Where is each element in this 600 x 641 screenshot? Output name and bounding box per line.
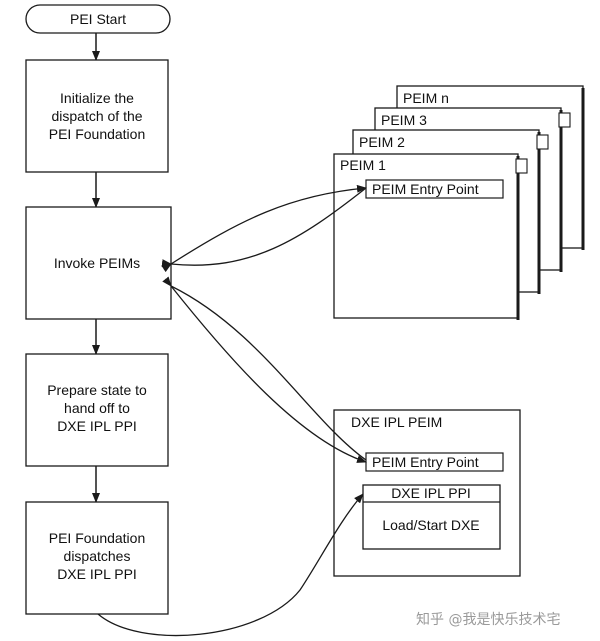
peim-1-label: PEIM 1 bbox=[340, 157, 386, 173]
dxe-ipl-peim-box: DXE IPL PEIM PEIM Entry Point DXE IPL PP… bbox=[333, 409, 521, 577]
invoke-peims-label: Invoke PEIMs bbox=[54, 255, 140, 271]
init-line-3: PEI Foundation bbox=[49, 126, 146, 142]
prepare-state-box: Prepare state to hand off to DXE IPL PPI bbox=[25, 353, 169, 467]
dxe-ipl-ppi-header: DXE IPL PPI bbox=[391, 485, 471, 501]
pei-start-terminator: PEI Start bbox=[25, 4, 171, 34]
init-line-1: Initialize the bbox=[60, 90, 134, 106]
prepare-line-2: hand off to bbox=[64, 400, 130, 416]
dxe-entry-point-label: PEIM Entry Point bbox=[372, 454, 479, 470]
init-line-2: dispatch of the bbox=[51, 108, 142, 124]
peim1-return-arrow bbox=[161, 187, 367, 268]
invoke-to-dxe-entry-arrow bbox=[162, 276, 367, 463]
dispatch-to-dxe-ppi-arrow bbox=[97, 493, 364, 637]
dxe-entry-return-arrow bbox=[170, 285, 367, 461]
dxe-ipl-ppi-box bbox=[362, 484, 501, 550]
peim-3-label: PEIM 3 bbox=[381, 112, 427, 128]
watermark-text: 知乎 @我是快乐技术宅 bbox=[416, 611, 560, 628]
dispatch-dxe-box: PEI Foundation dispatches DXE IPL PPI bbox=[25, 501, 169, 615]
dispatch-line-2: dispatches bbox=[64, 548, 131, 564]
peim-2-label: PEIM 2 bbox=[359, 134, 405, 150]
pei-start-label: PEI Start bbox=[70, 11, 126, 27]
peim-1-page: PEIM 1 PEIM Entry Point bbox=[333, 153, 528, 320]
dxe-ipl-peim-title: DXE IPL PEIM bbox=[351, 414, 442, 430]
peim-1-entry-point-label: PEIM Entry Point bbox=[372, 181, 479, 197]
peim-n-label: PEIM n bbox=[403, 90, 449, 106]
prepare-line-1: Prepare state to bbox=[47, 382, 147, 398]
dxe-ipl-ppi-body: Load/Start DXE bbox=[382, 517, 479, 533]
init-dispatch-box: Initialize the dispatch of the PEI Found… bbox=[25, 59, 169, 173]
invoke-to-peim1-call-arrow bbox=[161, 184, 367, 273]
dispatch-line-3: DXE IPL PPI bbox=[57, 566, 137, 582]
invoke-peims-box: Invoke PEIMs bbox=[25, 206, 172, 320]
dispatch-line-1: PEI Foundation bbox=[49, 530, 146, 546]
prepare-line-3: DXE IPL PPI bbox=[57, 418, 137, 434]
peim-stack: PEIM n PEIM 3 PEIM 2 PEIM 1 PEIM Entry P… bbox=[333, 85, 585, 320]
